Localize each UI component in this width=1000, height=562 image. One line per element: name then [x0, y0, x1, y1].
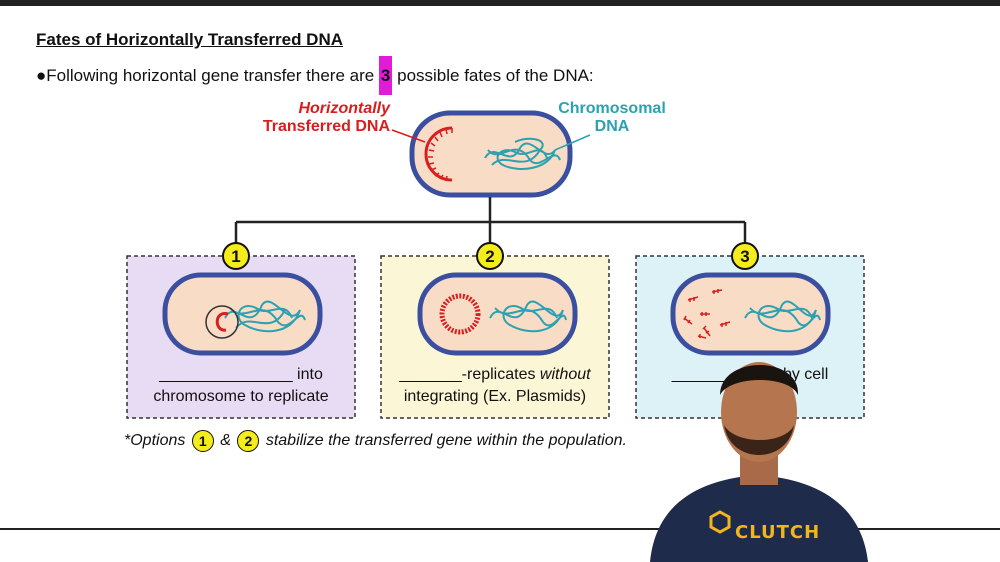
horizontal-dna-ticks [428, 128, 453, 182]
top-bar [0, 0, 1000, 6]
option-2-line1: -replicates [461, 366, 540, 383]
label-horizontally-transferred-dna: Horizontally Transferred DNA [252, 100, 390, 136]
intro-before: Following horizontal gene transfer there… [46, 66, 379, 85]
presenter-video [650, 362, 868, 562]
option-1-caption: _______________ into chromosome to repli… [127, 366, 355, 406]
option-3-number: 3 [740, 247, 749, 266]
note-prefix: *Options [124, 432, 190, 450]
intro-sentence: ●Following horizontal gene transfer ther… [36, 56, 594, 95]
presenter-shirt [650, 475, 868, 562]
presenter-hair [720, 365, 799, 395]
tree-connectors [234, 197, 747, 244]
label-chromosomal-line2: DNA [594, 118, 630, 135]
intro-after: possible fates of the DNA: [392, 66, 594, 85]
option-3-number-circle [731, 242, 759, 270]
bullet: ● [36, 66, 47, 85]
presenter-beard [724, 425, 794, 455]
label-horizontal-line1: Horizontally [298, 100, 390, 117]
note-number-2: 2 [237, 430, 260, 452]
integration-site-circle [205, 305, 239, 339]
option-2-number: 2 [485, 247, 494, 266]
option-2-number-circle [476, 242, 504, 270]
option-2-italic: without [539, 366, 591, 383]
option-3-cell [670, 272, 831, 356]
option-1-number-circle [222, 242, 250, 270]
plasmid-icon [439, 293, 481, 335]
options-footnote: *Options 1 & 2 stabilize the transferred… [124, 430, 627, 452]
option-2-blank: _______ [399, 366, 462, 383]
option-1-line2: chromosome to replicate [153, 388, 329, 405]
label-pointer-chromosomal [554, 134, 591, 151]
top-chromosome-tangle [484, 137, 561, 170]
option-1-chromosome [224, 300, 306, 333]
page-title: Fates of Horizontally Transferred DNA [36, 30, 344, 49]
clutch-logo-text: CLUTCH [735, 522, 821, 543]
option-1-line1: into [292, 366, 323, 383]
option-3-chromosome [744, 300, 821, 333]
label-pointer-horizontal [391, 129, 426, 143]
label-chromosomal-dna: Chromosomal DNA [552, 100, 672, 136]
note-number-1: 1 [191, 430, 214, 452]
integrated-dna-segment [215, 312, 229, 332]
label-chromosomal-line1: Chromosomal [558, 100, 666, 117]
clutch-logo-icon [709, 510, 731, 534]
top-cell [409, 110, 573, 198]
option-1-number: 1 [231, 247, 240, 266]
option-2-caption: _______-replicates without integrating (… [381, 366, 609, 406]
label-horizontal-line2: Transferred DNA [262, 118, 390, 135]
option-2-chromosome [489, 300, 567, 333]
highlighted-number: 3 [378, 56, 393, 95]
note-suffix: stabilize the transferred gene within th… [261, 432, 627, 450]
bottom-divider [0, 528, 1000, 530]
degraded-dna-fragments [683, 289, 731, 339]
option-2-line2: integrating (Ex. Plasmids) [403, 388, 587, 405]
option-1-blank: _______________ [159, 366, 293, 383]
note-amp: & [215, 432, 236, 450]
